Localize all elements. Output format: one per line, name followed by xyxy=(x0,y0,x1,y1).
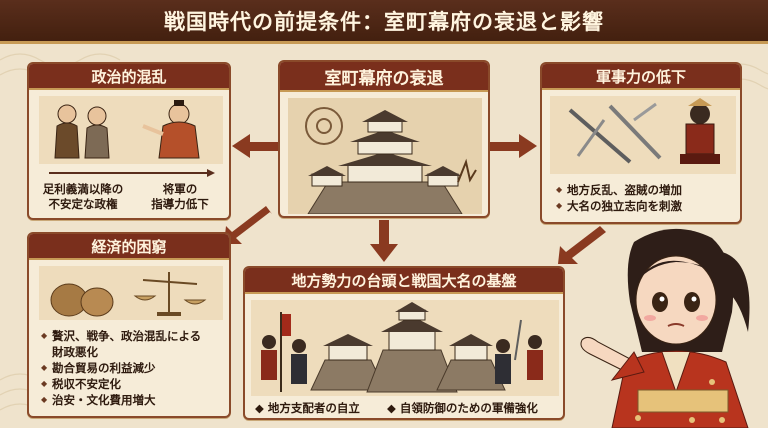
arrow-military-to-regional xyxy=(558,226,606,264)
arguing-officials-illustration xyxy=(39,96,223,164)
caption-right-line-2: 指導力低下 xyxy=(151,197,209,211)
list-item: 財政悪化 xyxy=(52,345,98,359)
footer-left-label: 地方支配者の自立 xyxy=(267,401,360,415)
political-caption-right: 将軍の 指導力低下 xyxy=(133,182,227,212)
arrow-to-regional xyxy=(379,220,389,246)
arrow-to-military xyxy=(488,142,522,151)
panel-military-heading: 軍事力の低下 xyxy=(542,64,740,90)
footer-right-label: 自領防御のための軍備強化 xyxy=(399,401,538,415)
timeline-arrow xyxy=(49,169,215,177)
castles-samurai-illustration xyxy=(251,300,559,396)
list-item: 贅沢、戦争、政治混乱による xyxy=(41,328,201,344)
regional-footer-left: ◆ 地方支配者の自立 xyxy=(255,401,360,415)
money-bags-scale-illustration xyxy=(39,266,223,320)
panel-economic-heading: 経済的困窮 xyxy=(29,234,229,260)
panel-regional-heading: 地方勢力の台頭と戦国大名の基盤 xyxy=(245,268,563,294)
caption-left-line-2: 不安定な政権 xyxy=(48,197,118,211)
arrow-to-economic xyxy=(224,206,272,244)
castle-illustration xyxy=(288,98,482,214)
political-caption-left: 足利義満以降の 不安定な政権 xyxy=(35,182,131,212)
regional-footer-right: ◆ 自領防御のための軍備強化 xyxy=(387,401,538,415)
list-item: 地方反乱、盗賊の増加 xyxy=(556,182,682,198)
list-item: 治安・文化費用増大 xyxy=(41,392,201,408)
panel-center-heading: 室町幕府の衰退 xyxy=(280,62,488,92)
broken-swords-armor-illustration xyxy=(550,96,736,174)
panel-economic: 経済的困窮 贅沢、戦争、政治混乱による 財政悪化 勘合貿易の利益減少 税収不安定… xyxy=(27,232,231,418)
panel-political-heading: 政治的混乱 xyxy=(29,64,229,90)
caption-left-line-1: 足利義満以降の xyxy=(42,182,124,196)
panel-regional: 地方勢力の台頭と戦国大名の基盤 ◆ 地方支配者の自立 ◆ 自領防御のための軍備強… xyxy=(243,266,565,420)
panel-military: 軍事力の低下 地方反乱、盗賊の増加 大名の独立志向を刺激 xyxy=(540,62,742,224)
military-bullets: 地方反乱、盗賊の増加 大名の独立志向を刺激 xyxy=(556,182,682,214)
caption-right-line-1: 将軍の xyxy=(162,182,198,196)
panel-center: 室町幕府の衰退 xyxy=(278,60,490,218)
economic-bullets: 贅沢、戦争、政治混乱による 財政悪化 勘合貿易の利益減少 税収不安定化 治安・文… xyxy=(41,328,201,408)
list-item: 勘合貿易の利益減少 xyxy=(41,360,201,376)
title-bar: 戦国時代の前提条件：室町幕府の衰退と影響 xyxy=(0,0,768,44)
page-title: 戦国時代の前提条件：室町幕府の衰退と影響 xyxy=(164,9,604,34)
arrow-to-political xyxy=(245,142,279,151)
girl-character-illustration xyxy=(580,228,750,428)
panel-political: 政治的混乱 足利義満以降の 不安定な政権 将軍の 指導力低下 xyxy=(27,62,231,220)
list-item: 税収不安定化 xyxy=(41,376,201,392)
list-item: 大名の独立志向を刺激 xyxy=(556,198,682,214)
